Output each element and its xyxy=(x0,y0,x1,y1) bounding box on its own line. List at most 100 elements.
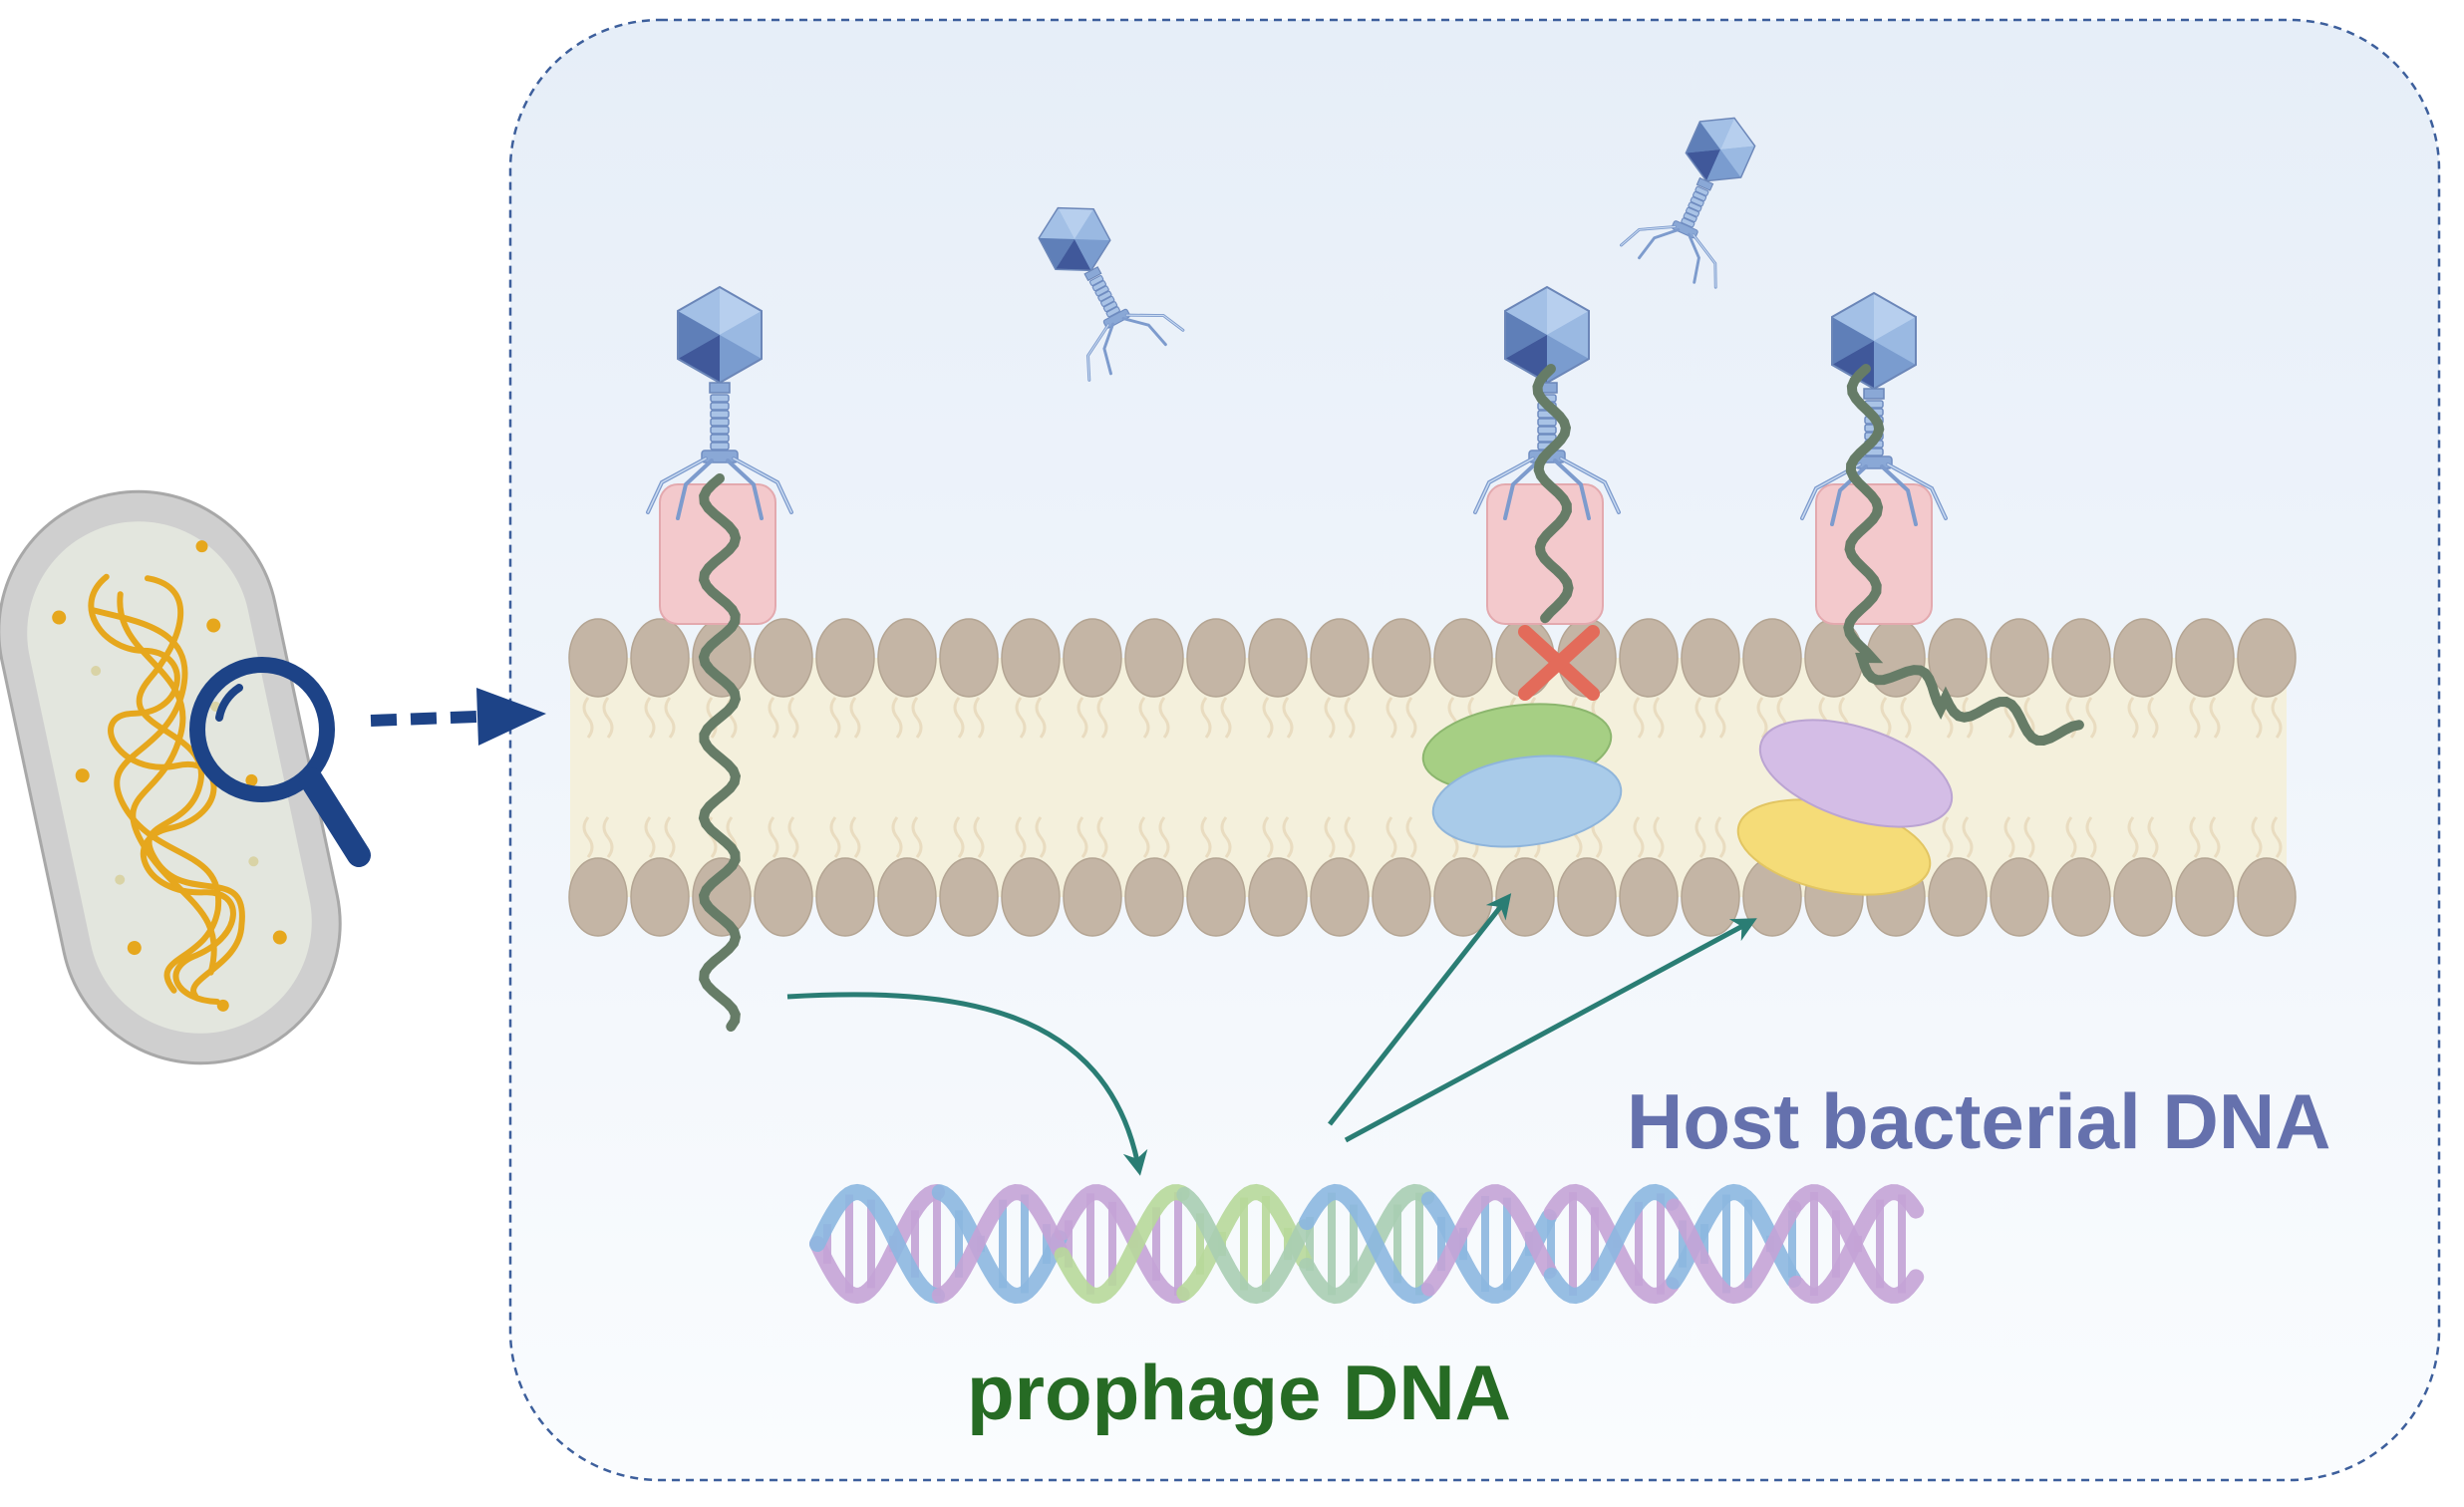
lipid-tail xyxy=(1200,697,1212,739)
lipid-tail xyxy=(1633,816,1645,858)
lipid-head xyxy=(1990,857,2049,937)
lipid-head xyxy=(1310,618,1370,698)
lipid-tail xyxy=(1324,697,1336,739)
lipid-head xyxy=(1186,857,1246,937)
dna-backbone xyxy=(1543,1183,1680,1305)
lipid-tail xyxy=(1405,697,1417,739)
lipid-tail xyxy=(1282,697,1294,739)
lipid-tail xyxy=(1633,697,1645,739)
lipid-tail xyxy=(1138,816,1150,858)
lipid-tail xyxy=(953,697,965,739)
dna-backbone xyxy=(809,1183,945,1304)
lipid-head xyxy=(630,857,690,937)
lipid-head xyxy=(1186,618,1246,698)
lipid-head xyxy=(2237,618,2297,698)
lipid-tail xyxy=(1653,697,1665,739)
membrane-protein-complex-2 xyxy=(1736,719,1954,896)
lipid-tail xyxy=(2209,697,2221,739)
integration-arrows xyxy=(786,893,1757,1176)
lipid-head xyxy=(692,857,752,937)
lipid-tail xyxy=(1386,697,1397,739)
lipid-tail xyxy=(768,816,779,858)
lipid-tail xyxy=(2251,697,2263,739)
lipid-tail xyxy=(1900,697,1912,739)
lipid-tail xyxy=(644,697,656,739)
lipid-tail xyxy=(953,816,965,858)
lipid-head xyxy=(1619,857,1679,937)
lipid-tail xyxy=(2023,816,2035,858)
magnifier-icon xyxy=(189,657,371,867)
lipid-head xyxy=(1063,857,1122,937)
lipid-tail xyxy=(1200,816,1212,858)
lipid-tail xyxy=(1138,697,1150,739)
lipid-tail xyxy=(2189,816,2201,858)
lipid-head xyxy=(1124,857,1184,937)
dna-backbone xyxy=(931,1184,1068,1304)
lipid-head xyxy=(2175,857,2235,937)
lipid-head xyxy=(1063,618,1122,698)
lipid-head xyxy=(1124,618,1184,698)
lipid-head xyxy=(1001,857,1061,937)
lipid-head xyxy=(2113,857,2173,937)
lipid-head xyxy=(568,857,628,937)
lipid-head xyxy=(939,618,999,698)
lipid-tail xyxy=(2085,697,2097,739)
host-dna-label: Host bacterial DNA xyxy=(1627,1077,2331,1165)
dna-backbone xyxy=(1054,1184,1190,1304)
lipid-head xyxy=(877,857,937,937)
dna-backbone xyxy=(1176,1183,1313,1302)
lipid-head xyxy=(939,857,999,937)
lipid-tail xyxy=(664,816,676,858)
lipid-head xyxy=(1990,618,2049,698)
membrane-protein-complex-1 xyxy=(1421,703,1623,848)
dna-backbone xyxy=(1054,1184,1190,1304)
lipid-tail xyxy=(1282,816,1294,858)
lipid-tail xyxy=(973,697,985,739)
bacterium-icon xyxy=(0,489,342,1065)
dna-backbone xyxy=(1666,1198,1802,1305)
lipid-head xyxy=(1372,857,1431,937)
lipid-tail xyxy=(1262,816,1274,858)
lipid-tail xyxy=(2127,816,2139,858)
lipid-head xyxy=(1495,857,1555,937)
lipid-head xyxy=(815,618,875,698)
lipid-tail xyxy=(602,697,614,739)
lipid-head xyxy=(754,857,813,937)
dna-backbone xyxy=(1176,1186,1313,1305)
lipid-tail xyxy=(849,816,861,858)
lipid-tail xyxy=(1262,697,1274,739)
lipid-tail xyxy=(2271,816,2283,858)
lipid-head xyxy=(1928,618,1988,698)
lipid-tail xyxy=(2147,816,2159,858)
lipid-tail xyxy=(1096,697,1108,739)
lipid-head xyxy=(877,618,937,698)
lipid-tail xyxy=(849,697,861,739)
lipid-head xyxy=(2051,618,2111,698)
dna-backbone xyxy=(1420,1184,1557,1297)
lipid-tail xyxy=(911,816,923,858)
lipid-tail xyxy=(829,816,841,858)
lipid-tail xyxy=(891,697,903,739)
lipid-head xyxy=(1928,857,1988,937)
lipid-head xyxy=(1310,857,1370,937)
lipid-head xyxy=(815,857,875,937)
lipid-tail xyxy=(2209,816,2221,858)
lipid-tail xyxy=(2271,697,2283,739)
lipid-head xyxy=(754,618,813,698)
lipid-head xyxy=(1248,857,1308,937)
lipid-tail xyxy=(768,697,779,739)
lipid-head xyxy=(1372,618,1431,698)
dna-backbone xyxy=(809,1184,945,1305)
lipid-tail xyxy=(1324,816,1336,858)
lipid-tail xyxy=(1880,697,1892,739)
lipid-tail xyxy=(1077,816,1088,858)
dna-backbone xyxy=(931,1184,1068,1304)
lipid-tail xyxy=(787,816,799,858)
lipid-tail xyxy=(829,697,841,739)
cell-membrane xyxy=(568,618,2297,937)
lipid-head xyxy=(2113,618,2173,698)
lipid-tail xyxy=(582,697,594,739)
lipid-tail xyxy=(1096,816,1108,858)
lipid-tail xyxy=(1756,697,1768,739)
